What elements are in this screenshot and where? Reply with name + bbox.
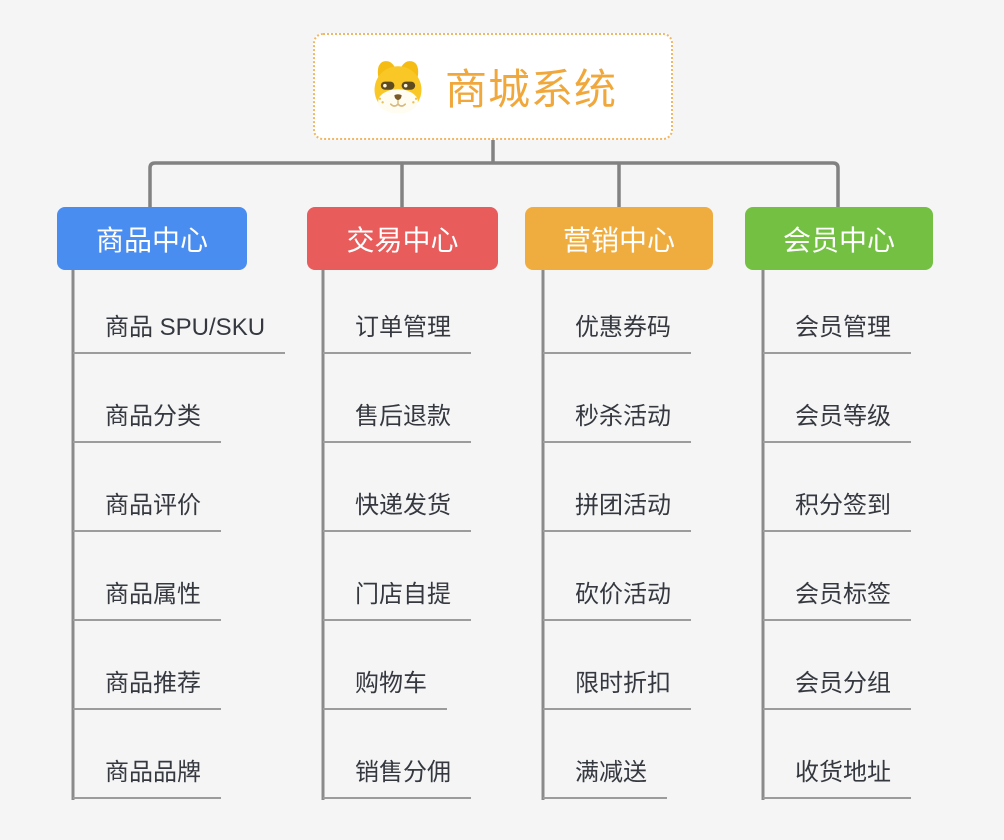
sub-item[interactable]: 销售分佣 (323, 756, 471, 799)
branch-node[interactable]: 商品中心 (57, 207, 247, 270)
sub-item[interactable]: 会员分组 (763, 667, 911, 710)
root-node[interactable]: 商城系统 (313, 33, 673, 140)
sub-item[interactable]: 优惠券码 (543, 311, 691, 354)
branch-node[interactable]: 交易中心 (307, 207, 498, 270)
dog-face-icon (374, 60, 422, 114)
sub-item[interactable]: 商品推荐 (73, 667, 221, 710)
root-title: 商城系统 (444, 66, 617, 113)
sub-item[interactable]: 门店自提 (323, 578, 471, 621)
sub-item[interactable]: 限时折扣 (543, 667, 691, 710)
sub-item[interactable]: 快递发货 (323, 489, 471, 532)
sub-item[interactable]: 商品品牌 (73, 756, 221, 799)
sub-item[interactable]: 售后退款 (323, 400, 471, 443)
branch-node[interactable]: 会员中心 (745, 207, 933, 270)
sub-item[interactable]: 积分签到 (763, 489, 911, 532)
sub-item[interactable]: 砍价活动 (543, 578, 691, 621)
sub-item[interactable]: 收货地址 (763, 756, 911, 799)
sub-item[interactable]: 商品评价 (73, 489, 221, 532)
sub-item[interactable]: 购物车 (323, 667, 447, 710)
sub-item[interactable]: 商品分类 (73, 400, 221, 443)
sub-item[interactable]: 秒杀活动 (543, 400, 691, 443)
sub-item[interactable]: 会员管理 (763, 311, 911, 354)
branch-bus-line (148, 161, 840, 207)
sub-item[interactable]: 商品 SPU/SKU (73, 311, 286, 354)
branch-node[interactable]: 营销中心 (525, 207, 713, 270)
sub-item[interactable]: 拼团活动 (543, 489, 691, 532)
sub-item[interactable]: 会员标签 (763, 578, 911, 621)
sub-item[interactable]: 满减送 (543, 756, 667, 799)
sub-item[interactable]: 会员等级 (763, 400, 911, 443)
sub-item[interactable]: 商品属性 (73, 578, 221, 621)
sub-item[interactable]: 订单管理 (323, 311, 471, 354)
